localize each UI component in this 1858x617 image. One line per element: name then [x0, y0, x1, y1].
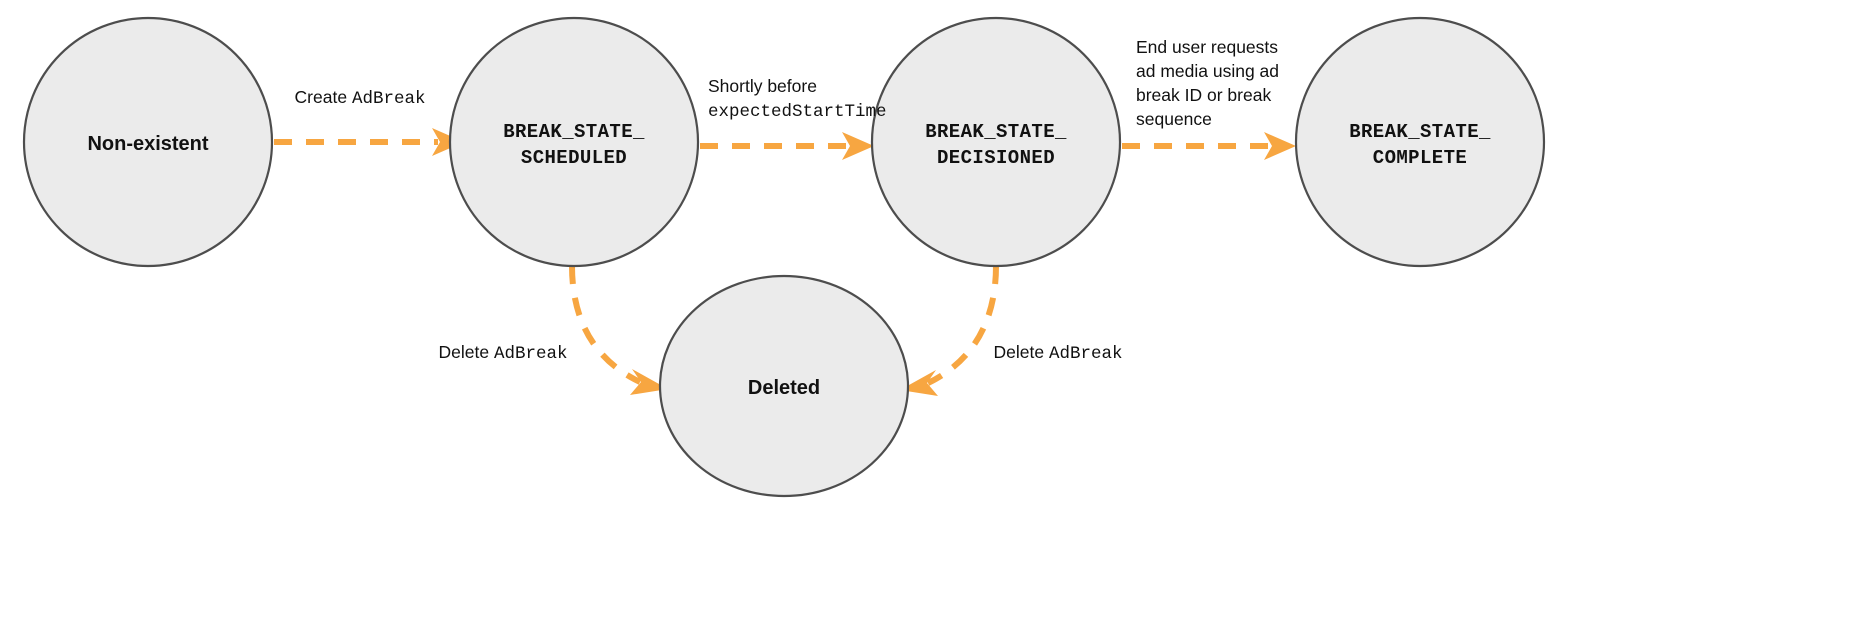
node-break-state-complete-label-line2: COMPLETE — [1373, 147, 1467, 169]
edge-label-delete-from-scheduled-entity: AdBreak — [494, 344, 568, 364]
node-break-state-complete-label-line1: BREAK_STATE_ — [1349, 121, 1491, 143]
node-non-existent-label: Non-existent — [87, 133, 208, 155]
edge-label-delete-from-decisioned-verb: Delete — [994, 342, 1049, 362]
edge-label-create-adbreak-entity: AdBreak — [352, 89, 426, 109]
node-break-state-scheduled-shape — [448, 16, 700, 268]
edge-label-create-adbreak: Create AdBreak — [295, 87, 426, 109]
node-break-state-scheduled-label-line2: SCHEDULED — [521, 147, 627, 169]
edge-delete-from-scheduled-arrowhead — [630, 369, 668, 395]
node-break-state-decisioned-label-line1: BREAK_STATE_ — [925, 121, 1067, 143]
edge-label-create-adbreak-verb: Create — [295, 87, 352, 107]
node-break-state-complete-shape — [1294, 16, 1546, 268]
edge-label-delete-from-scheduled-verb: Delete — [439, 342, 494, 362]
edge-create-adbreak[interactable] — [274, 128, 464, 156]
edge-label-shortly-before: Shortly before expectedStartTime — [708, 76, 887, 122]
edge-label-end-user-requests: End user requests ad media using ad brea… — [1136, 37, 1279, 129]
edge-delete-from-scheduled-line — [569, 265, 642, 385]
edge-label-shortly-before-line1: Shortly before — [708, 76, 817, 96]
edge-label-delete-from-decisioned: Delete AdBreak — [994, 342, 1123, 364]
node-non-existent[interactable]: Non-existent — [22, 16, 274, 268]
edge-create-adbreak-arrowhead — [432, 128, 464, 156]
node-break-state-decisioned-shape — [870, 16, 1122, 268]
edge-label-delete-from-scheduled: Delete AdBreak — [439, 342, 568, 364]
edge-label-end-user-requests-line4: sequence — [1136, 109, 1212, 129]
edge-delete-from-scheduled[interactable] — [569, 265, 668, 395]
node-break-state-decisioned[interactable]: BREAK_STATE_ DECISIONED — [870, 16, 1122, 268]
edge-label-end-user-requests-line3: break ID or break — [1136, 85, 1271, 105]
node-non-existent-shape — [22, 16, 274, 268]
edge-shortly-before[interactable] — [700, 132, 874, 160]
node-deleted-shape — [658, 274, 910, 498]
node-deleted-label: Deleted — [748, 377, 820, 399]
svg-text:Delete AdBreak: Delete AdBreak — [439, 342, 568, 364]
svg-text:Create AdBreak: Create AdBreak — [295, 87, 426, 109]
node-deleted[interactable]: Deleted — [658, 274, 910, 498]
edge-shortly-before-arrowhead — [842, 132, 874, 160]
node-break-state-scheduled-label-line1: BREAK_STATE_ — [503, 121, 645, 143]
edge-label-end-user-requests-line1: End user requests — [1136, 37, 1278, 57]
edge-delete-from-decisioned-arrowhead — [900, 370, 938, 396]
edge-end-user-requests-arrowhead — [1264, 132, 1296, 160]
edge-label-shortly-before-line2: expectedStartTime — [708, 102, 887, 122]
edge-label-delete-from-decisioned-entity: AdBreak — [1049, 344, 1123, 364]
svg-text:Delete AdBreak: Delete AdBreak — [994, 342, 1123, 364]
edge-delete-from-decisioned-line — [926, 265, 999, 386]
edge-label-end-user-requests-line2: ad media using ad — [1136, 61, 1279, 81]
node-break-state-decisioned-label-line2: DECISIONED — [937, 147, 1055, 169]
edge-end-user-requests[interactable] — [1122, 132, 1296, 160]
node-break-state-complete[interactable]: BREAK_STATE_ COMPLETE — [1294, 16, 1546, 268]
edge-delete-from-decisioned[interactable] — [900, 265, 999, 396]
node-break-state-scheduled[interactable]: BREAK_STATE_ SCHEDULED — [448, 16, 700, 268]
